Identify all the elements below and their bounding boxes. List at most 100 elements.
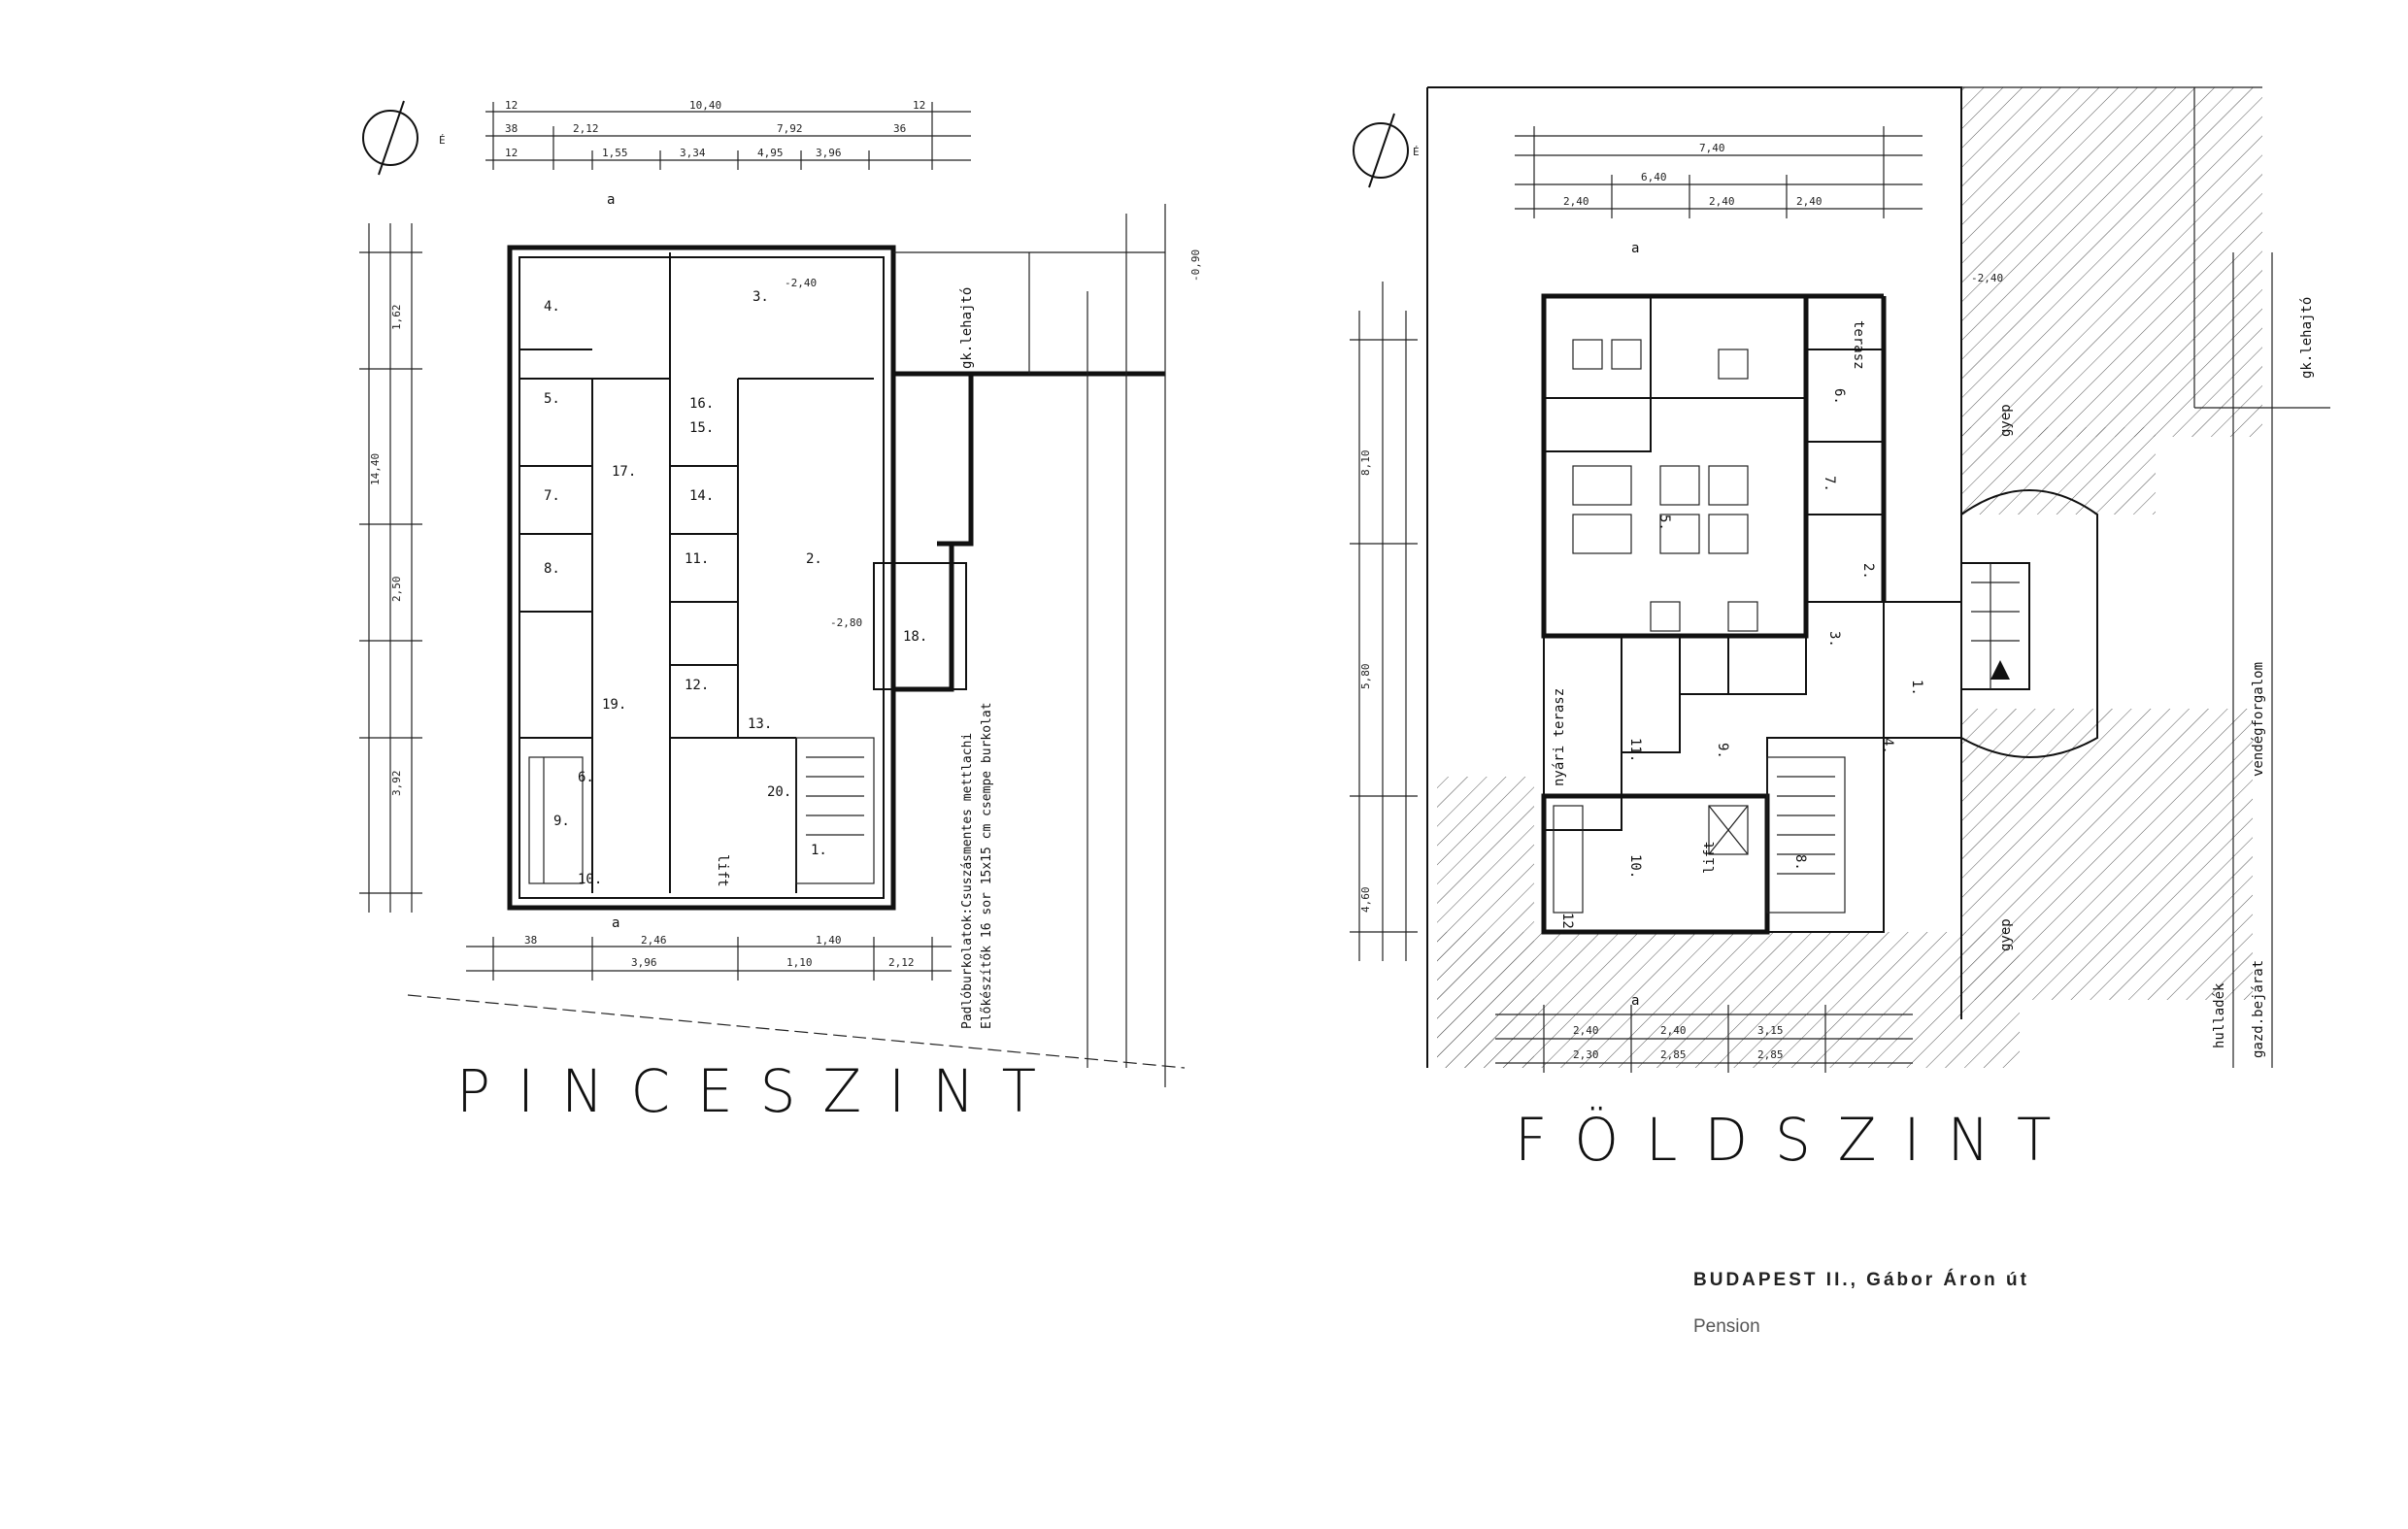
room-label: 5.	[544, 391, 560, 407]
room-label: 11.	[1627, 738, 1643, 762]
room-numbers: 5. 6. 3. 1. 8. 10. 11. 12. 7. 4. 2. 9.	[1559, 388, 1924, 937]
bottom-dimension-text: 2,40 2,40 3,15 2,30 2,85 2,85	[1573, 1024, 1784, 1061]
svg-text:3,96: 3,96	[631, 956, 657, 969]
svg-text:7,92: 7,92	[777, 122, 803, 135]
svg-text:36: 36	[893, 122, 906, 135]
room-label: 15.	[689, 420, 714, 436]
room-label: 10.	[578, 872, 602, 887]
room-label: 6.	[1831, 388, 1847, 405]
terrain-hatch	[1961, 87, 2262, 437]
basement-title: PINCESZINT	[456, 1056, 1064, 1126]
room-label: 4.	[1880, 738, 1895, 754]
waste-label: hulladék	[2212, 982, 2227, 1048]
room-label: 1.	[811, 843, 827, 858]
room-label: 17.	[612, 464, 636, 480]
bottom-dimension-lines	[407, 937, 1186, 1069]
room-label: 7.	[1822, 476, 1837, 492]
level-mark: -2,40	[785, 277, 817, 289]
ground-floor-plan: É 7,40 6,40 2,40 2,40 2,40	[1340, 58, 2330, 1126]
left-dimension-text: 8,10 5,80 4,60	[1359, 450, 1372, 914]
ramp-label: gk.lehajtó	[959, 287, 975, 369]
room-label: 19.	[602, 697, 626, 713]
level-mark: -2,80	[830, 616, 862, 629]
svg-text:12: 12	[913, 99, 925, 112]
room-numbers: 2. 3. 4. 5. 7. 8. 9. 12. 11. 14. 15. 16.…	[544, 289, 927, 887]
lift-label: lift	[1702, 841, 1718, 874]
svg-text:2,40: 2,40	[1563, 195, 1589, 208]
svg-text:3,34: 3,34	[680, 147, 706, 159]
summer-terrace-label: nyári terasz	[1552, 688, 1567, 786]
svg-text:7,40: 7,40	[1699, 142, 1725, 154]
svg-text:2,40: 2,40	[1573, 1024, 1599, 1037]
room-label: 11.	[685, 551, 709, 567]
svg-text:1,40: 1,40	[816, 934, 842, 947]
service-entrance-label: gazd.bejárat	[2251, 960, 2266, 1058]
caption-subtitle: Pension	[1693, 1316, 1760, 1337]
room-label: 8.	[1792, 854, 1808, 871]
left-dimension-lines	[1350, 282, 1418, 961]
svg-text:2,46: 2,46	[641, 934, 667, 947]
svg-text:4,95: 4,95	[757, 147, 784, 159]
svg-text:3,15: 3,15	[1757, 1024, 1784, 1037]
svg-text:É: É	[439, 134, 446, 147]
svg-text:12: 12	[505, 147, 518, 159]
room-label: 18.	[903, 629, 927, 645]
room-label: 4.	[544, 299, 560, 315]
room-label: 2.	[1860, 563, 1876, 580]
room-label: 12.	[685, 678, 709, 693]
top-dimension-text: 7,40 6,40 2,40 2,40 2,40	[1563, 142, 1823, 208]
lawn-label: gyep	[1998, 404, 2014, 437]
svg-text:4,60: 4,60	[1359, 887, 1372, 914]
room-label: 3.	[1826, 631, 1842, 648]
room-label: 8.	[544, 561, 560, 577]
room-label: 1.	[1909, 680, 1924, 696]
svg-text:1,62: 1,62	[390, 305, 403, 331]
svg-text:É: É	[1413, 146, 1420, 158]
bottom-dimension-lines	[1495, 1005, 1913, 1073]
room-label: 7.	[544, 488, 560, 504]
svg-text:1,55: 1,55	[602, 147, 628, 159]
svg-text:1,10: 1,10	[786, 956, 813, 969]
north-arrow-icon: É	[362, 100, 446, 176]
svg-text:2,40: 2,40	[1660, 1024, 1687, 1037]
room-label: 16.	[689, 396, 714, 412]
room-label: 10.	[1627, 854, 1643, 879]
svg-text:2,12: 2,12	[573, 122, 599, 135]
svg-text:2,40: 2,40	[1709, 195, 1735, 208]
svg-text:5,80: 5,80	[1359, 664, 1372, 690]
svg-text:8,10: 8,10	[1359, 450, 1372, 477]
svg-text:10,40: 10,40	[689, 99, 721, 112]
section-marker: a	[607, 192, 615, 208]
lawn-label: gyep	[1998, 918, 2014, 951]
top-dimension-lines	[1515, 126, 1923, 218]
room-label: 6.	[578, 770, 594, 785]
lift-label: lift	[715, 854, 730, 887]
flooring-note-line2: Előkészítők 16 sor 15x15 cm csempe burko…	[980, 702, 994, 1029]
ground-walls	[1541, 252, 2273, 1068]
svg-text:2,12: 2,12	[888, 956, 915, 969]
section-marker: a	[1631, 993, 1639, 1009]
room-label: 9.	[553, 814, 570, 829]
svg-text:2,50: 2,50	[390, 577, 403, 603]
level-mark: -2,40	[1971, 272, 2003, 284]
caption-title: BUDAPEST II., Gábor Áron út	[1693, 1270, 2029, 1290]
svg-text:2,30: 2,30	[1573, 1048, 1599, 1061]
north-arrow-icon: É	[1353, 113, 1420, 188]
svg-text:2,40: 2,40	[1796, 195, 1823, 208]
room-label: 12.	[1559, 913, 1575, 937]
section-marker: a	[612, 915, 619, 931]
terrace-label: terasz	[1851, 320, 1866, 370]
svg-text:2,85: 2,85	[1757, 1048, 1784, 1061]
room-label: 3.	[752, 289, 769, 305]
ground-floor-title: FÖLDSZINT	[1515, 1105, 2079, 1175]
top-dimension-lines	[485, 102, 971, 170]
room-label: 14.	[689, 488, 714, 504]
left-dimension-text: 14,40 1,62 2,50 3,92	[369, 305, 403, 797]
svg-text:3,96: 3,96	[816, 147, 842, 159]
svg-text:6,40: 6,40	[1641, 171, 1667, 183]
room-label: 9.	[1715, 743, 1730, 759]
svg-text:2,85: 2,85	[1660, 1048, 1687, 1061]
